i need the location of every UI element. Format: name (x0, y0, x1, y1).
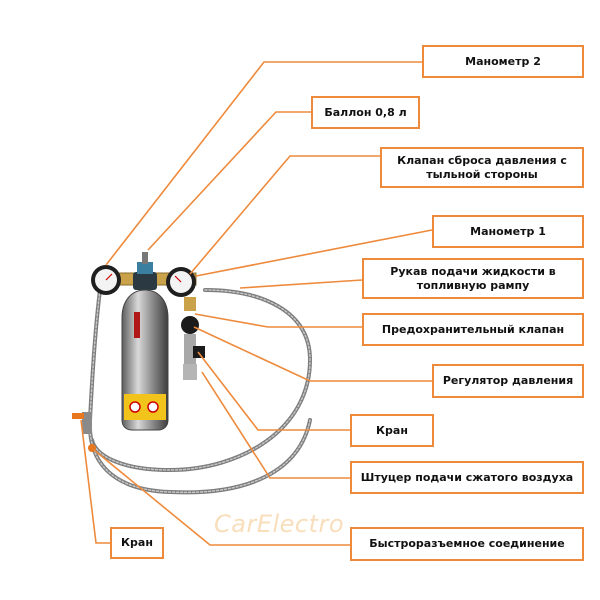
label-tap-right: Кран (350, 414, 434, 447)
label-pressure-regulator: Регулятор давления (432, 364, 584, 398)
label-gauge-1: Манометр 1 (432, 215, 584, 248)
gauge-2 (91, 265, 121, 295)
regulator-block (181, 297, 205, 380)
label-tank: Баллон 0,8 л (311, 96, 420, 129)
label-safety-valve: Предохранительный клапан (362, 313, 584, 346)
hose-assembly (87, 288, 313, 495)
leader-lines (80, 61, 433, 546)
label-quick-coupling: Быстроразъемное соединение (350, 527, 584, 561)
label-relief-valve: Клапан сброса давления с тыльной стороны (380, 147, 584, 188)
gauge-1 (166, 267, 196, 297)
label-tap-left: Кран (110, 527, 164, 559)
label-fuel-hose: Рукав подачи жидкости в топливную рампу (362, 258, 584, 299)
label-gauge-2: Манометр 2 (422, 45, 584, 78)
tank-cap (133, 252, 157, 290)
label-air-fitting: Штуцер подачи сжатого воздуха (350, 461, 584, 494)
tank (121, 289, 169, 431)
